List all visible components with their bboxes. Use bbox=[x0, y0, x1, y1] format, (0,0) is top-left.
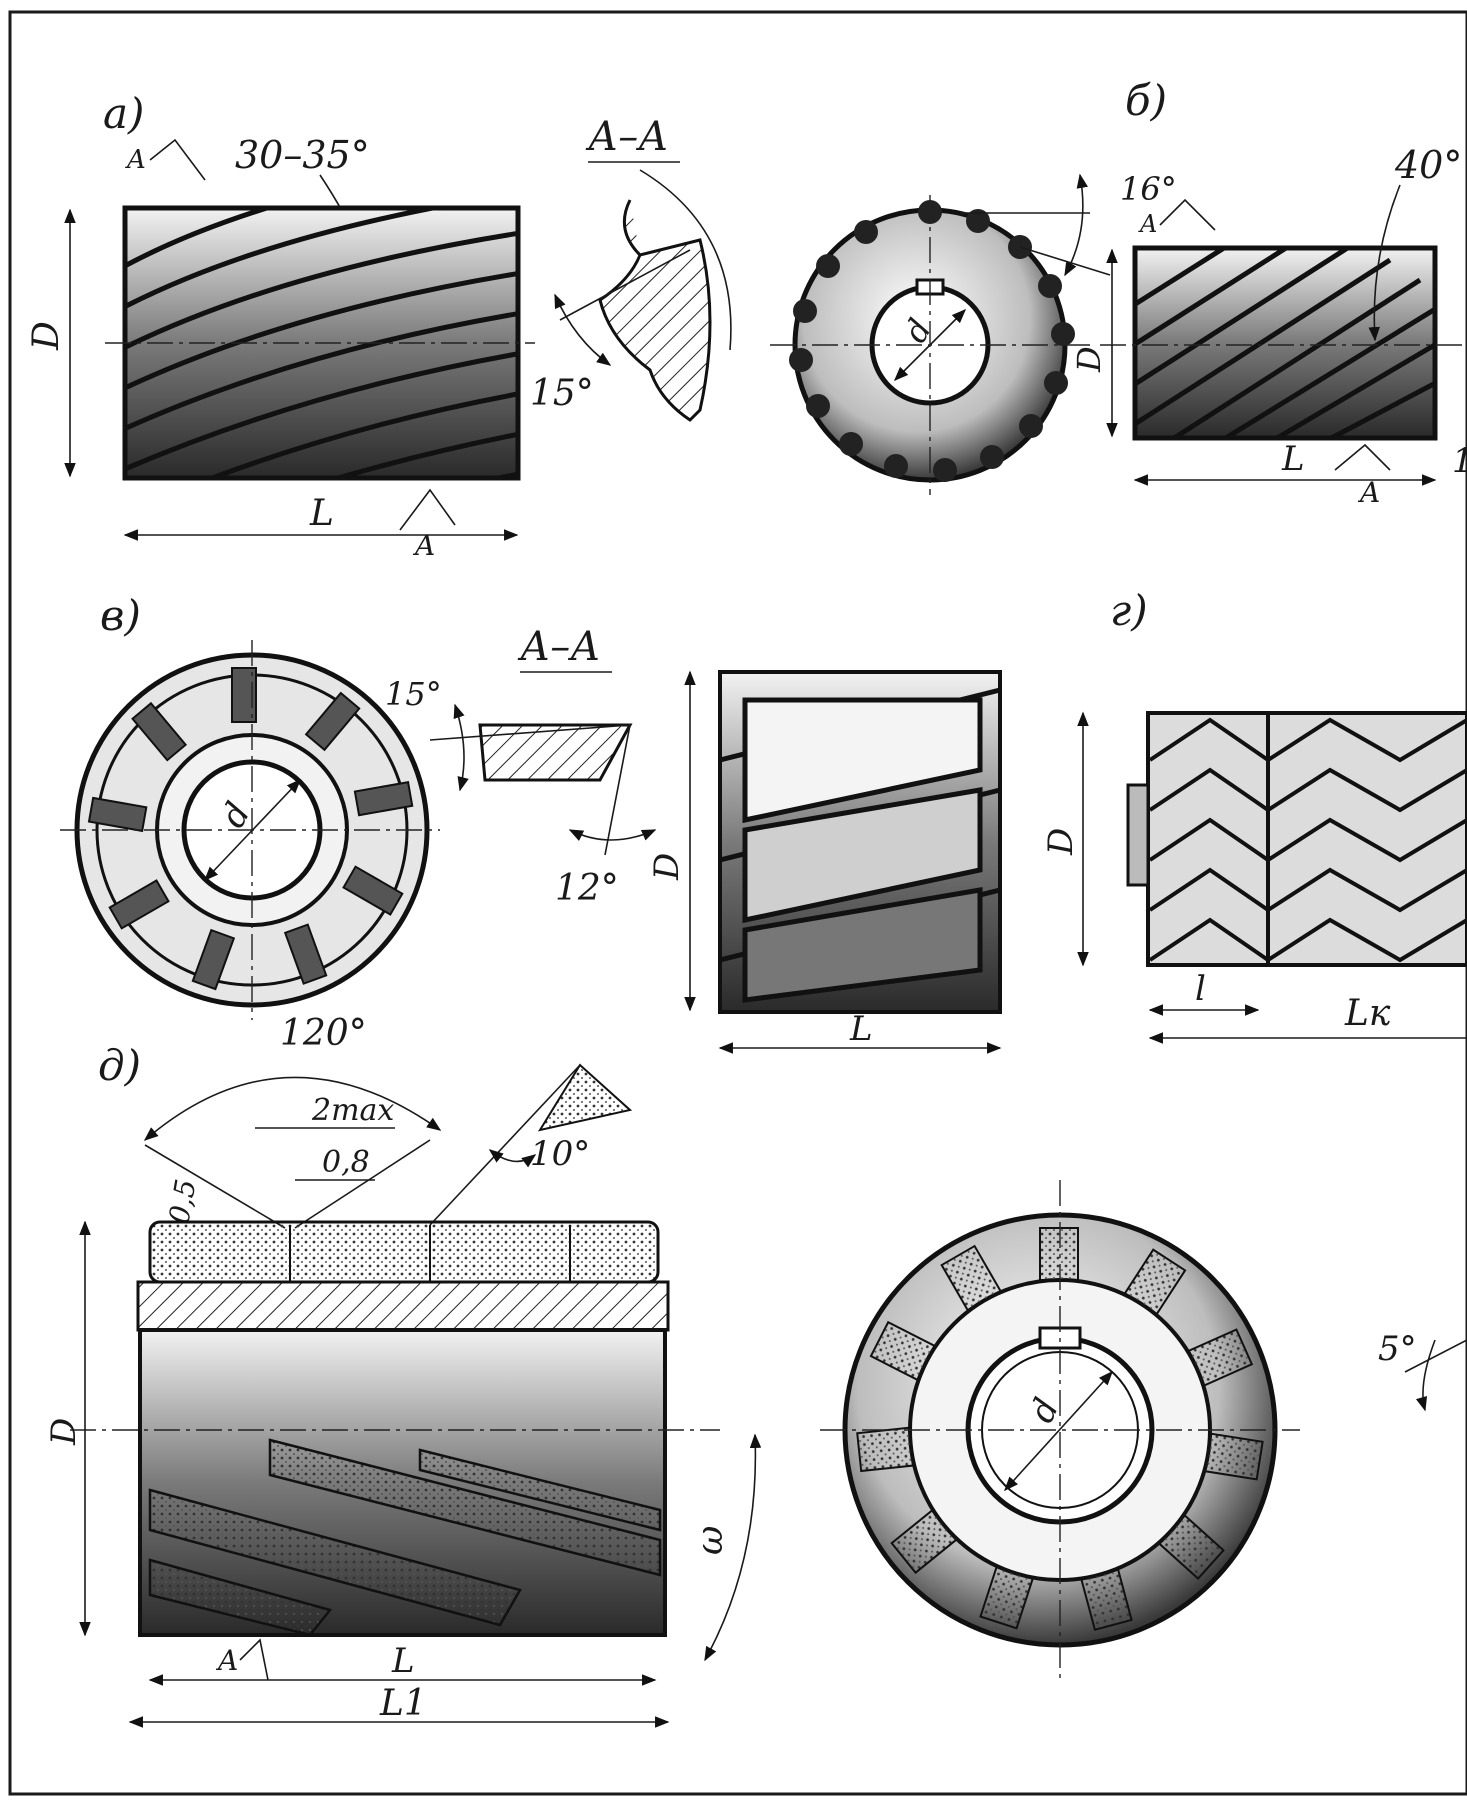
panel-d-dim-08: 0,8 bbox=[322, 1145, 370, 1180]
dim-D-b: D bbox=[1070, 346, 1108, 373]
tooth-profile-a bbox=[598, 199, 712, 422]
hatched-holder-d bbox=[136, 1280, 670, 1332]
tangent-line2-b bbox=[1019, 246, 1111, 276]
grit-segments-top-d bbox=[148, 1220, 660, 1284]
panel-d: д) 120° 2max 0,8 0,5 10° D ω A bbox=[44, 1013, 1467, 1728]
panel-b-letter: б) bbox=[1125, 76, 1167, 125]
panel-a-section-angle: 15° bbox=[530, 373, 594, 414]
panel-b: б) 16° A 40° d bbox=[770, 76, 1467, 509]
helical-teeth-b bbox=[1135, 248, 1435, 438]
panel-a: а) A 30–35° D L A А–А bbox=[26, 89, 732, 562]
panel-d-dim-2max: 2max bbox=[311, 1093, 394, 1128]
teeth-end-view-b bbox=[789, 200, 1075, 482]
tooth-flank-left-d bbox=[144, 1144, 286, 1229]
angle-16-arc-b bbox=[1064, 173, 1088, 277]
grit-tooth-detail-d bbox=[537, 1063, 633, 1132]
panel-a-letter: а) bbox=[103, 89, 144, 138]
blade-section-v bbox=[478, 723, 633, 782]
angle-5-arc-d bbox=[1415, 1339, 1436, 1412]
panel-g-letter: г) bbox=[1110, 586, 1148, 635]
helix-angle-arc-b bbox=[1368, 184, 1401, 342]
dim-D-d: D bbox=[44, 1418, 84, 1446]
chevron-teeth-g bbox=[1148, 717, 1467, 963]
panel-b-section-mark-bottom: A bbox=[1357, 476, 1380, 509]
hub-g bbox=[1126, 783, 1150, 887]
panel-d-angle-5: 5° bbox=[1378, 1329, 1417, 1369]
cutter-body-g bbox=[1146, 711, 1467, 967]
grit-inserts-d bbox=[856, 1227, 1264, 1632]
dim-d-line-d bbox=[1004, 1370, 1113, 1492]
panel-d-dim-05: 0,5 bbox=[162, 1177, 202, 1227]
clearance-arc-v bbox=[568, 829, 657, 841]
dim-D-a: D bbox=[26, 321, 67, 351]
dim-D-v: D bbox=[647, 853, 687, 881]
section-arrow-d bbox=[239, 1638, 269, 1681]
dim-D-g: D bbox=[1041, 828, 1081, 856]
panel-b-clipped-label: 1 bbox=[1452, 441, 1467, 481]
dim-Lk-g: Lк bbox=[1344, 993, 1391, 1034]
panel-d-section-mark: A bbox=[215, 1644, 238, 1677]
rake-angle-arc-v bbox=[453, 703, 469, 792]
dim-l-g: l bbox=[1195, 969, 1206, 1009]
panel-a-section-title: А–А bbox=[585, 114, 669, 160]
inserted-blades-v bbox=[87, 667, 414, 991]
panel-v-angle-rake: 15° bbox=[385, 675, 442, 713]
panel-d-angle-tooth: 120° bbox=[280, 1013, 367, 1054]
angle-10-line-d bbox=[429, 1064, 581, 1226]
cutter-arc-a bbox=[639, 169, 732, 351]
section-arrow-bottom-b bbox=[1334, 443, 1391, 471]
blades-side-v bbox=[719, 687, 1001, 1003]
panel-b-section-mark: A bbox=[1138, 210, 1157, 238]
dim-L-v: L bbox=[849, 1009, 873, 1049]
sheet-frame bbox=[8, 10, 1467, 1796]
dim-L-b: L bbox=[1281, 439, 1305, 479]
cutter-body-b bbox=[1132, 245, 1438, 441]
helical-teeth-a bbox=[125, 208, 518, 478]
panel-v-section-title: А–А bbox=[517, 624, 601, 670]
panel-a-helix-angle: 30–35° bbox=[235, 133, 370, 177]
panel-b-helix-angle: 40° bbox=[1394, 143, 1462, 187]
panel-v: в) d А–А 15° 12° bbox=[60, 591, 1002, 1054]
panel-a-section-mark-bottom: A bbox=[412, 529, 435, 562]
dim-L-d: L bbox=[391, 1641, 415, 1681]
panel-v-angle-clearance: 12° bbox=[555, 868, 619, 909]
panel-b-angle-top: 16° bbox=[1120, 170, 1177, 208]
dim-L-a: L bbox=[309, 493, 334, 534]
tooth-angle-arc-d bbox=[143, 1076, 442, 1141]
section-arrow-top-b bbox=[1159, 198, 1216, 231]
section-arrow-bottom-a bbox=[399, 488, 456, 531]
tooth-flank-right-d bbox=[294, 1139, 431, 1229]
grit-strips-d bbox=[148, 1438, 662, 1637]
angle-5-line-d bbox=[1404, 1339, 1467, 1373]
dim-omega-d: ω bbox=[690, 1526, 731, 1555]
panel-a-section-mark: A bbox=[125, 145, 146, 175]
rake-angle-arc-a bbox=[554, 293, 612, 366]
section-arrow-top-a bbox=[149, 138, 206, 181]
angle-10-arc-d bbox=[488, 1149, 537, 1168]
panel-d-angle-10: 10° bbox=[530, 1134, 590, 1174]
dim-d-line-v bbox=[204, 778, 301, 882]
omega-arc-d bbox=[704, 1433, 762, 1662]
panel-v-letter: в) bbox=[100, 591, 141, 640]
dim-L1-d: L1 bbox=[379, 1683, 427, 1724]
panel-d-letter: д) bbox=[98, 1041, 141, 1090]
panel-g: г) D l Lк bbox=[1041, 586, 1467, 1044]
